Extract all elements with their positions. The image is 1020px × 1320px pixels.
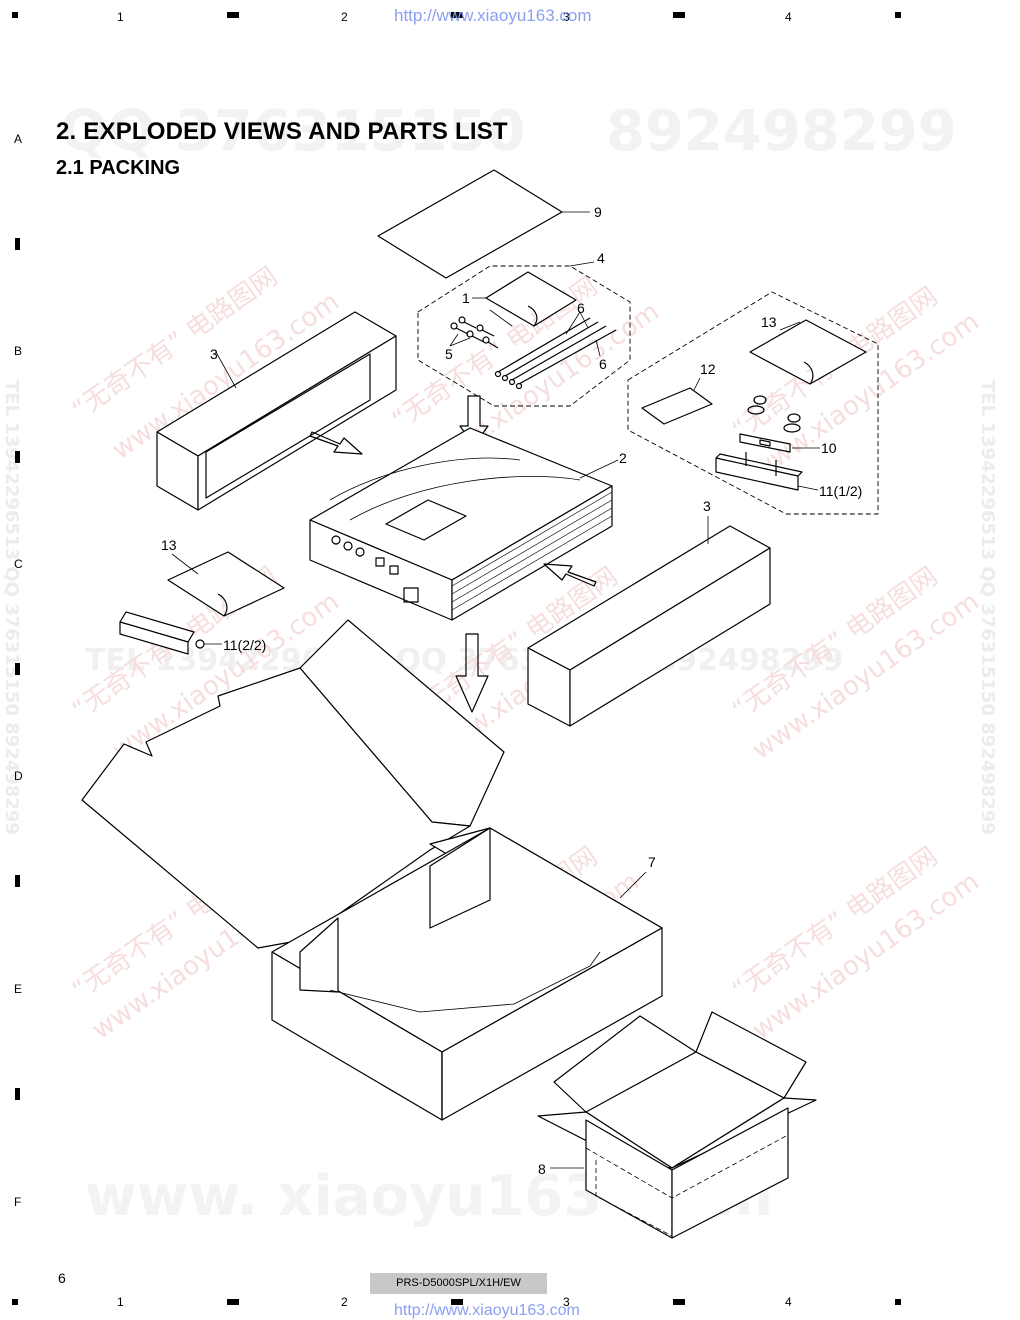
callout-3b: 3 xyxy=(703,498,711,514)
callout-1: 1 xyxy=(462,290,470,306)
row-letter-b: B xyxy=(14,344,23,358)
reg-mark-top xyxy=(673,12,685,18)
callout-10: 10 xyxy=(821,440,837,456)
callout-6b: 6 xyxy=(599,356,607,372)
watermark-mid-row: TEL 13942296513 QQ 376315150 892498299 xyxy=(85,643,843,678)
callout-5: 5 xyxy=(445,346,453,362)
part-10-bracket xyxy=(739,433,791,453)
side-mark xyxy=(15,663,20,675)
callout-7: 7 xyxy=(648,854,656,870)
part-11-plate-half-1 xyxy=(715,453,803,491)
reg-mark-top xyxy=(451,12,463,18)
callout-4: 4 xyxy=(597,250,605,266)
watermark-top-left: QQ 376315150 xyxy=(60,99,525,164)
column-number-1-bottom: 1 xyxy=(117,1295,124,1309)
callout-3a: 3 xyxy=(210,346,218,362)
column-number-4-bottom: 4 xyxy=(785,1295,792,1309)
model-number-box: PRS-D5000SPL/X1H/EW xyxy=(370,1273,547,1294)
callout-11b: 11(2/2) xyxy=(223,637,267,653)
callout-6a: 6 xyxy=(577,300,585,316)
row-letter-e: E xyxy=(14,982,23,996)
watermark-side-left: TEL 13942296513 QQ 376315150 892498299 xyxy=(1,380,22,835)
row-letter-d: D xyxy=(14,769,23,783)
section-title: 2.1 PACKING xyxy=(56,157,181,179)
part-13-bag-left xyxy=(167,551,285,617)
reg-mark-bottom xyxy=(451,1299,463,1305)
side-mark xyxy=(15,1088,20,1100)
accessory-group-right xyxy=(627,291,879,515)
column-number-2: 2 xyxy=(341,10,348,24)
hardware-nuts xyxy=(747,395,801,433)
part-8-outer-carton xyxy=(537,1011,817,1239)
column-number-4: 4 xyxy=(785,10,792,24)
column-number-2-bottom: 2 xyxy=(341,1295,348,1309)
page-title: 2. EXPLODED VIEWS AND PARTS LIST xyxy=(56,118,508,145)
reg-mark-bottom-left xyxy=(12,1299,18,1305)
watermark-side-right: TEL 13942296513 QQ 376315150 892498299 xyxy=(977,380,998,835)
part-6-cable-ties xyxy=(494,317,617,390)
reg-mark-bottom xyxy=(673,1299,685,1305)
header-url-link[interactable]: http://www.xiaoyu163.com xyxy=(394,6,592,25)
watermark-top-right: 892498299 xyxy=(606,99,957,164)
part-2-amplifier xyxy=(309,427,613,621)
callout-11a: 11(1/2) xyxy=(819,483,863,499)
column-number-3: 3 xyxy=(563,10,570,24)
reg-mark-bottom xyxy=(227,1299,239,1305)
part-13-bag-right xyxy=(749,319,867,385)
side-mark xyxy=(15,451,20,463)
side-mark xyxy=(15,238,20,250)
arrow-foam-left xyxy=(309,431,363,455)
part-3-foam-left xyxy=(156,311,397,511)
row-letter-c: C xyxy=(14,557,23,571)
part-1-accessory-bag xyxy=(485,271,577,327)
callout-12: 12 xyxy=(700,361,716,377)
footer-url-link[interactable]: http://www.xiaoyu163.com xyxy=(394,1302,580,1319)
reg-mark-bottom-right xyxy=(895,1299,901,1305)
part-9-sheet xyxy=(377,169,563,279)
row-letter-f: F xyxy=(14,1195,22,1209)
side-mark xyxy=(15,875,20,887)
column-number-1: 1 xyxy=(117,10,124,24)
row-letter-a: A xyxy=(14,132,23,146)
part-12-card xyxy=(641,387,713,425)
part-7-carton xyxy=(81,619,663,1121)
column-number-3-bottom: 3 xyxy=(563,1295,570,1309)
reg-mark-top-left xyxy=(12,12,18,18)
accessory-bag-group-4 xyxy=(417,265,631,407)
callout-2: 2 xyxy=(619,450,627,466)
reg-mark-top-right xyxy=(895,12,901,18)
page-number: 6 xyxy=(58,1270,66,1286)
callout-8: 8 xyxy=(538,1161,546,1177)
part-11-plate-half-2 xyxy=(119,611,205,655)
arrow-down-bottom xyxy=(455,633,489,713)
callout-13a: 13 xyxy=(761,314,777,330)
callout-9: 9 xyxy=(594,204,602,220)
callout-13b: 13 xyxy=(161,537,177,553)
part-3-foam-right xyxy=(527,525,771,727)
arrow-foam-right xyxy=(543,563,597,587)
part-5-screws xyxy=(450,316,499,349)
reg-mark-top xyxy=(227,12,239,18)
